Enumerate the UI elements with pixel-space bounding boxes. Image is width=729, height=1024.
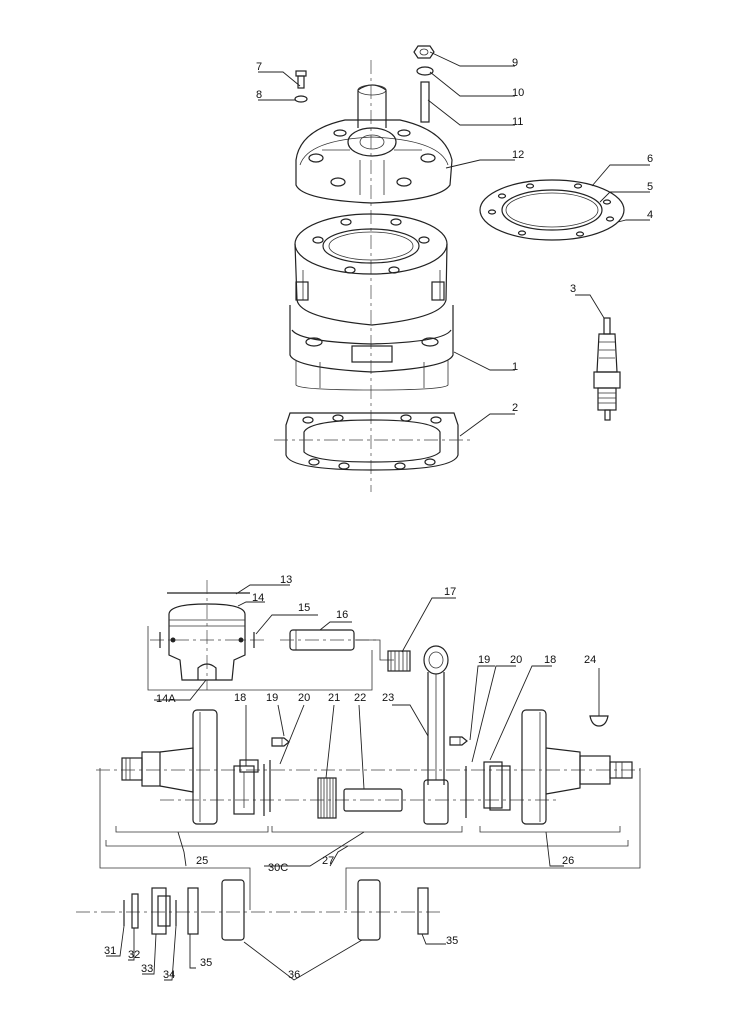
bearing-36-left xyxy=(221,879,245,941)
callout-1: 1 xyxy=(512,361,518,373)
cylinder-block xyxy=(289,213,454,391)
nut-33 xyxy=(151,887,171,935)
assembly-brackets xyxy=(99,768,641,910)
callout-26: 26 xyxy=(562,855,574,867)
callout-13: 13 xyxy=(280,574,292,586)
callout-12: 12 xyxy=(512,149,524,161)
callout-20-right: 20 xyxy=(510,654,522,666)
seal-35-right xyxy=(417,887,429,935)
callout-19-left: 19 xyxy=(266,692,278,704)
callout-24: 24 xyxy=(584,654,596,666)
piston-assembly-bracket xyxy=(147,626,373,691)
callout-4: 4 xyxy=(647,209,653,221)
spark-plug xyxy=(593,317,621,421)
callout-23: 23 xyxy=(382,692,394,704)
callout-8: 8 xyxy=(256,89,262,101)
callout-11: 11 xyxy=(512,116,523,128)
callout-5: 5 xyxy=(647,181,653,193)
bearing-36-right xyxy=(357,879,381,941)
callout-36: 36 xyxy=(288,969,300,981)
callout-2: 2 xyxy=(512,402,518,414)
callout-32: 32 xyxy=(128,949,140,961)
callout-18-right: 18 xyxy=(544,654,556,666)
callout-21: 21 xyxy=(328,692,340,704)
callout-20-left: 20 xyxy=(298,692,310,704)
callout-14: 14 xyxy=(252,592,264,604)
callout-34: 34 xyxy=(163,969,175,981)
callout-30c: 30C xyxy=(268,862,288,874)
callout-9: 9 xyxy=(512,57,518,69)
seal-35-left xyxy=(187,887,199,935)
crank-pin xyxy=(343,788,403,812)
callout-18-left: 18 xyxy=(234,692,246,704)
crank-plug-left xyxy=(271,737,290,747)
callout-3: 3 xyxy=(570,283,576,295)
head-washer xyxy=(416,66,434,76)
woodruff-key xyxy=(589,715,609,727)
callout-22: 22 xyxy=(354,692,366,704)
callout-35-right: 35 xyxy=(446,935,458,947)
washer-32 xyxy=(131,893,139,929)
connecting-rod xyxy=(423,645,449,825)
callout-19-right: 19 xyxy=(478,654,490,666)
callout-10: 10 xyxy=(512,87,524,99)
callout-15: 15 xyxy=(298,602,310,614)
callout-16: 16 xyxy=(336,609,348,621)
cylinder-head xyxy=(295,84,453,204)
main-bearing-right xyxy=(483,761,511,811)
callout-7: 7 xyxy=(256,61,262,73)
crank-plug-right xyxy=(449,736,468,746)
bleed-screw xyxy=(295,70,307,89)
callout-35-left: 35 xyxy=(200,957,212,969)
head-stud xyxy=(420,81,430,123)
leader-lines xyxy=(106,51,650,981)
head-nut xyxy=(413,45,435,59)
washer-small xyxy=(294,95,308,103)
base-gasket xyxy=(274,412,470,471)
main-bearing-left xyxy=(233,759,259,815)
big-end-bearing xyxy=(317,777,337,819)
crank-half-right xyxy=(521,709,633,825)
callout-labels: 7 8 9 10 11 12 6 5 4 3 1 2 13 14 15 16 1… xyxy=(104,57,653,981)
callout-33: 33 xyxy=(141,963,153,975)
small-end-bearing xyxy=(387,650,411,672)
crank-half-left xyxy=(121,709,218,825)
callout-6: 6 xyxy=(647,153,653,165)
callout-31: 31 xyxy=(104,945,116,957)
callout-17: 17 xyxy=(444,586,456,598)
piston xyxy=(168,603,246,681)
callout-14a: 14A xyxy=(156,693,176,705)
callout-25: 25 xyxy=(196,855,208,867)
head-gasket-ring xyxy=(479,179,625,241)
callout-27: 27 xyxy=(322,855,334,867)
